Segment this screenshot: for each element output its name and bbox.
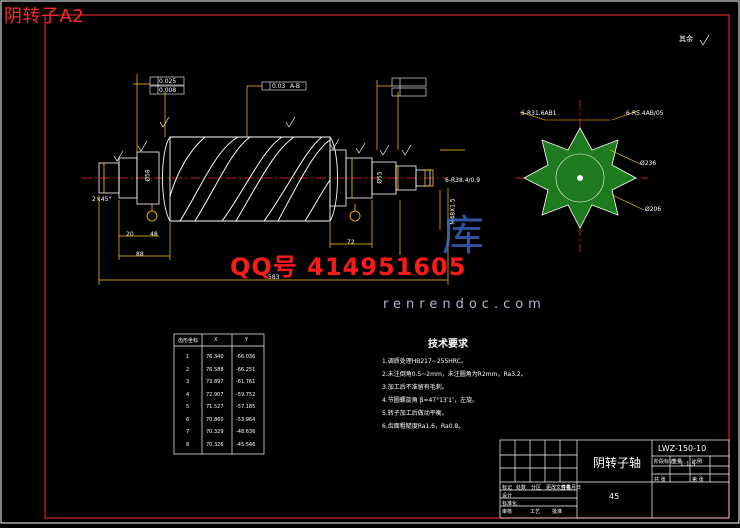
tol-value-2: 0.008 — [159, 87, 177, 94]
table-cell-index: 1 — [186, 354, 190, 360]
tech-item-4: 4.节圆螺旋角 β=47°13′1″，左旋。 — [382, 397, 479, 404]
title-block-label: 年月日 — [566, 485, 582, 491]
table-header-x: X — [214, 337, 218, 343]
shaft-right — [329, 149, 434, 207]
table-cell-index: 4 — [186, 391, 190, 398]
dim-profile-dia2: Ø206 — [645, 206, 662, 213]
table-cell-index: 6 — [186, 416, 190, 423]
dim-dia2: Ø55 — [376, 171, 384, 184]
table-cell-index: 8 — [186, 441, 190, 448]
table-cell-index: 2 — [186, 366, 190, 373]
table-cell-y: -66.036 — [236, 354, 256, 360]
drawing-number: LWZ-150-10 — [658, 444, 707, 453]
table-cell-x: 70.860 — [206, 416, 224, 423]
dim-chamfer: 2×45° — [92, 196, 112, 203]
coordinate-table — [173, 333, 265, 455]
title-block-label: 批准 — [552, 509, 563, 515]
dim-b: 20 — [126, 231, 134, 238]
dim-a: 48 — [150, 231, 158, 238]
tech-item-6: 6.齿面粗糙度Ra1.6，Ra0.8。 — [382, 423, 465, 430]
table-header-index: 齿形坐标 — [178, 338, 199, 344]
watermark-qq: QQ号 414951605 — [230, 253, 467, 281]
dim-total-length: 583 — [268, 274, 280, 281]
dim-profile-right: 6-R5.4AB/05 — [626, 110, 664, 117]
inner-frame — [44, 14, 730, 519]
part-name: 阴转子轴 — [593, 456, 642, 470]
title-block-label: 标记 — [502, 485, 513, 491]
tolerance-frames — [149, 76, 427, 97]
table-cell-index: 3 — [186, 379, 190, 385]
table-header-y: Y — [245, 337, 249, 343]
tol-value-3: 0.03 — [272, 83, 286, 90]
rotor-body — [162, 136, 338, 222]
table-cell-y: -53.964 — [236, 416, 256, 423]
table-cell-x: 76.340 — [206, 354, 224, 360]
tech-item-2: 2.未注倒角0.5~2mm，未注圆角为R2mm，Ra3.2。 — [382, 371, 527, 378]
helix-lobes — [169, 136, 331, 222]
table-cell-y: -45.546 — [236, 441, 256, 448]
roughness-symbols — [113, 34, 710, 162]
table-cell-x: 70.326 — [206, 441, 224, 448]
table-cell-index: 7 — [186, 429, 190, 435]
title-block-label: 设计 — [502, 493, 513, 499]
tech-requirements-title: 技术要求 — [428, 339, 468, 350]
dim-c: 72 — [347, 239, 355, 246]
tol-value-1: 0.025 — [159, 78, 177, 85]
watermark-ku: 库 — [442, 211, 485, 260]
scale-label: 1:1.5 — [680, 461, 696, 468]
shaft-left — [98, 151, 160, 205]
title-block-label: 共 张 — [654, 477, 666, 483]
tech-item-5: 5.转子加工后做动平衡。 — [382, 410, 448, 417]
datum-markers — [146, 204, 361, 222]
title-block-label: 阶段标记 — [654, 459, 675, 465]
table-cell-x: 70.329 — [206, 429, 224, 435]
material: 45 — [609, 492, 620, 501]
dim-profile-dia: Ø236 — [640, 160, 657, 167]
dim-spline: 6-R38.4/0.9 — [445, 177, 481, 184]
cross-section-view — [515, 100, 648, 252]
table-cell-y: -48.636 — [236, 429, 256, 435]
drawing-title-tag: 阴转子A2 — [4, 6, 85, 27]
title-block-label: 第 张 — [692, 477, 704, 483]
dim-dia1: Ø58 — [144, 169, 152, 182]
table-cell-y: -61.761 — [236, 379, 256, 385]
table-cell-index: 5 — [186, 404, 190, 410]
dim-rotor-offset: 88 — [136, 251, 144, 258]
title-block-label: 处数 — [516, 485, 527, 491]
title-block-label: 分区 — [531, 485, 542, 491]
dimension-lines — [98, 74, 465, 285]
title-block-label: 重量 — [672, 459, 683, 465]
table-cell-y: -57.185 — [236, 404, 256, 410]
tol-datum: A-B — [290, 83, 301, 90]
title-block-label: 标准化 — [502, 501, 518, 507]
title-block — [499, 439, 730, 519]
table-cell-y: -66.251 — [236, 366, 256, 373]
dim-profile-left: 6-R31.6AB1 — [521, 110, 557, 117]
table-cell-x: 72.907 — [206, 391, 224, 398]
title-block-label: 审核 — [502, 509, 513, 515]
table-cell-x: 71.527 — [206, 404, 224, 410]
title-block-label: 比例 — [692, 459, 703, 465]
table-cell-x: 76.588 — [206, 366, 224, 373]
roughness-rest-label: 其余 — [679, 35, 693, 43]
tech-item-1: 1.调质处理HB217~255HRC。 — [382, 358, 467, 365]
table-cell-y: -59.752 — [236, 391, 256, 398]
tech-item-3: 3.加工后不准留有毛刺。 — [382, 384, 448, 391]
title-block-label: 更改文件号 — [546, 485, 572, 491]
title-block-label: 签名 — [561, 485, 572, 491]
watermark-site: renrendoc.com — [383, 297, 546, 312]
title-block-label: 工艺 — [530, 509, 541, 515]
table-cell-x: 73.897 — [206, 379, 224, 385]
